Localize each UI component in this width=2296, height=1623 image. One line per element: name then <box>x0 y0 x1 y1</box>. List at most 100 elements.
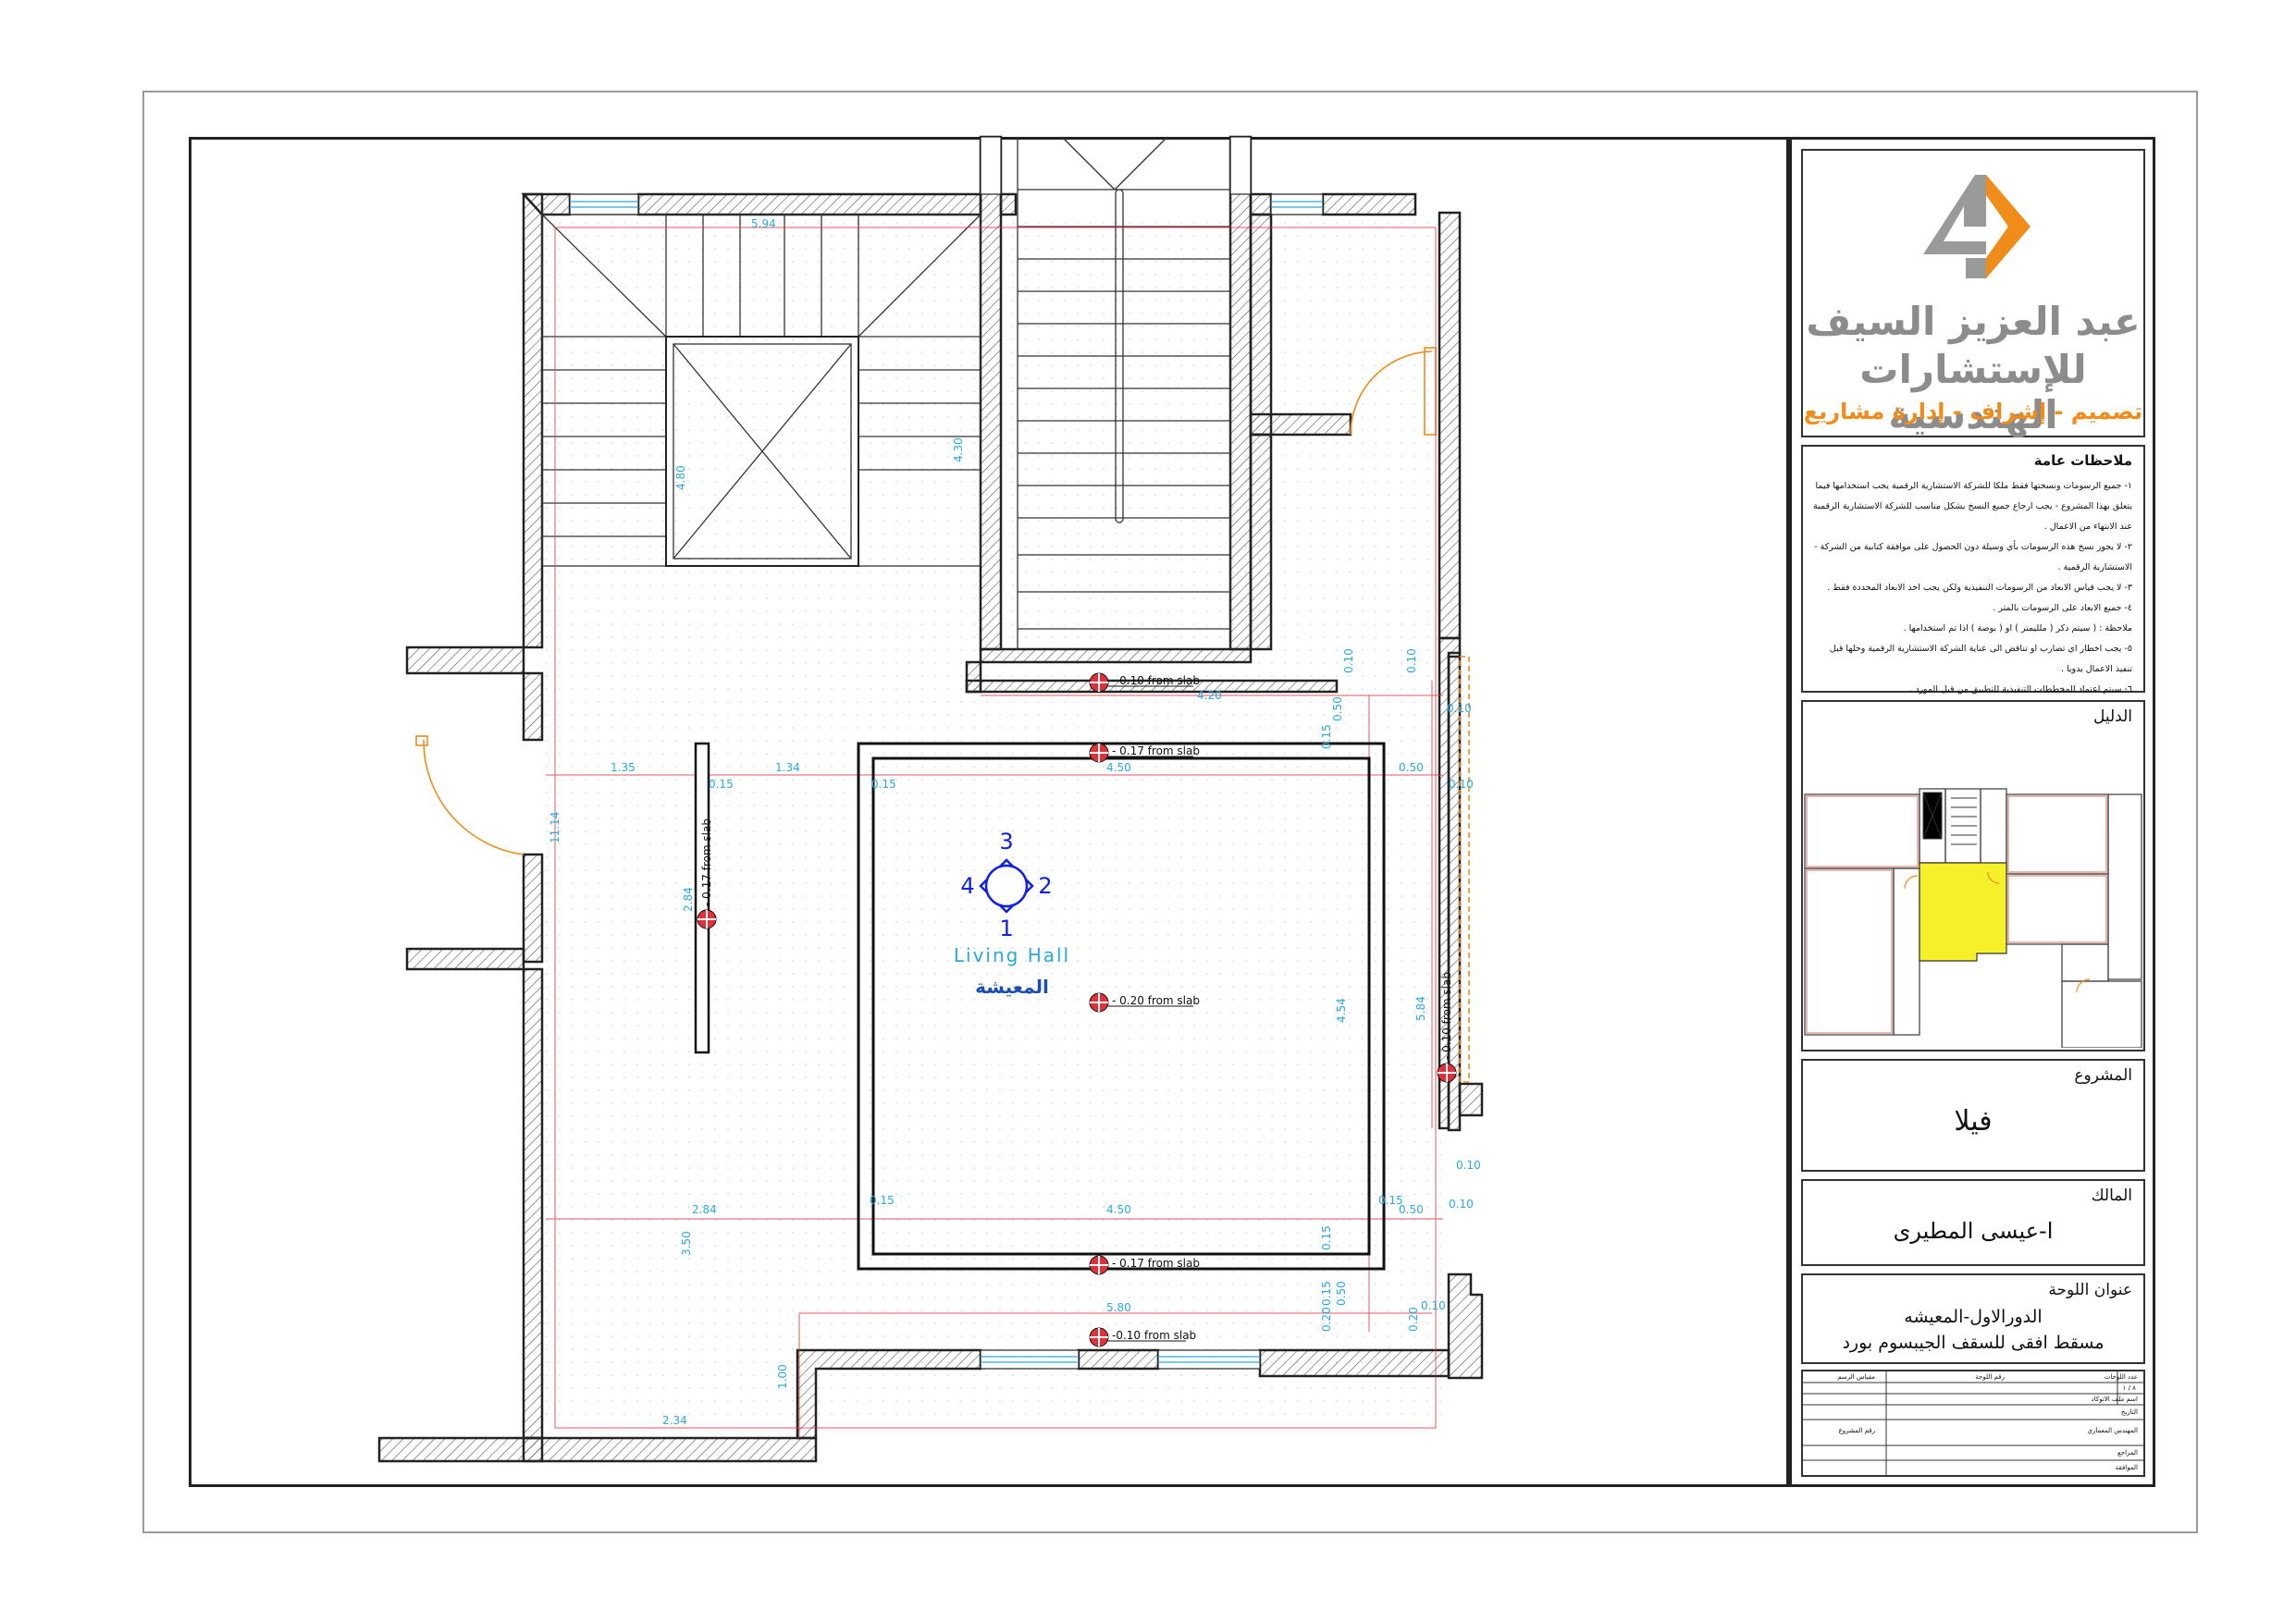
note-item: يتعلق بهذا المشروع - يجب ارجاع جميع النس… <box>1813 501 2132 511</box>
stair-core <box>1017 136 1231 649</box>
dimension-label: 0.15 <box>709 778 734 791</box>
level-marker: - 0.17 from slab <box>1089 743 1200 763</box>
sheet-title-line1: الدورالاول-المعيشه <box>1904 1307 2043 1327</box>
dimension-label: 0.10 <box>1447 702 1472 715</box>
dimension-label: 4.20 <box>1197 689 1222 702</box>
dimension-label: 5.84 <box>1414 996 1427 1021</box>
note-item: ملاحظة : ( سيتم ذكر ( ملليمتر ) او ( بوص… <box>1903 623 2132 633</box>
note-item: ٤- جميع الابعاد على الرسومات بالمتر . <box>1993 603 2132 613</box>
notes-list: ١- جميع الرسومات ونسختها فقط ملكا للشركة… <box>1810 476 2132 700</box>
sheet-info-table: عدد اللوحات رقم اللوحة مقياس الرسم ٨ / ١… <box>1801 1370 2145 1477</box>
owner-box: المالك ا-عيسى المطيرى <box>1801 1179 2145 1266</box>
dimension-label: 3.50 <box>680 1231 693 1256</box>
page-border <box>142 91 2198 1533</box>
windows <box>569 136 1324 1370</box>
dimension-label: 0.15 <box>1320 724 1333 749</box>
dimension-label: 1.34 <box>775 761 800 774</box>
section-marker-bottom: 1 <box>999 916 1013 941</box>
dimension-label: 1.00 <box>776 1364 789 1389</box>
sheet-title-line2: مسقط افقى للسقف الجيبسوم بورد <box>1842 1333 2105 1353</box>
dimension-label: 0.10 <box>1342 648 1355 673</box>
walls <box>377 135 1484 1463</box>
sheet-no-label: رقم اللوحة <box>1975 1373 2005 1381</box>
level-marker: - 0.10 from slab <box>1089 672 1200 693</box>
logo-company-tagline: للإستشارات الهندسية <box>1859 347 2087 437</box>
level-marker: - 0.17 from slab <box>697 818 717 929</box>
section-marker-left: 4 <box>960 873 974 899</box>
level-marker: - 0.20 from slab <box>1089 992 1200 1013</box>
dimension-label: 0.50 <box>1399 761 1424 774</box>
dimension-label: 4.54 <box>1335 998 1348 1023</box>
note-item: تنفيذ الاعمال يدويا . <box>2060 664 2132 674</box>
project-box: المشروع فيلا <box>1801 1059 2145 1172</box>
owner-heading: المالك <box>2091 1187 2132 1205</box>
dimension-label: 1.35 <box>611 761 636 774</box>
dimension-label: 0.20 <box>1320 1307 1333 1332</box>
dimension-label: 0.50 <box>1331 696 1344 721</box>
dimension-label: 0.15 <box>1320 1281 1333 1306</box>
sheet-count-label: عدد اللوحات <box>2104 1373 2138 1381</box>
dimension-label: 4.50 <box>1106 1203 1131 1216</box>
stair-left <box>541 214 981 567</box>
notes-heading: ملاحظات عامة <box>2033 452 2132 469</box>
level-label: - 0.10 from slab <box>1440 972 1453 1060</box>
section-marker-right: 2 <box>1038 873 1052 899</box>
level-label: - 0.17 from slab <box>1112 744 1200 757</box>
note-item: الاستشارية الرقمية . <box>2057 562 2132 572</box>
dimension-label: 11.14 <box>549 812 562 843</box>
level-marker: -0.10 from slab <box>1089 1327 1196 1347</box>
dimension-label: 0.10 <box>1405 648 1418 673</box>
architect-label: المهندس المعماري <box>2087 1427 2138 1434</box>
autocad-file-label: اسم ملف الاتوكاد <box>2091 1396 2138 1403</box>
approval-label: الموافقة <box>2115 1464 2138 1471</box>
key-plan-heading: الدليل <box>2092 707 2132 726</box>
level-marker: - 0.10 from slab <box>1437 972 1457 1083</box>
dimension-label: 0.10 <box>1456 1159 1481 1172</box>
dimension-label: 0.15 <box>1378 1194 1403 1207</box>
dimension-label: 4.80 <box>674 465 687 490</box>
scale-label: مقياس الرسم <box>1837 1373 1875 1381</box>
floor-plan: 5.94 4.80 4.30 4.20 1.35 1.34 0.15 0.15 … <box>377 135 1484 1463</box>
project-name: فيلا <box>1954 1105 1993 1137</box>
note-item: عند الانتهاء من الاعمال . <box>2043 522 2132 532</box>
dimension-label: 0.50 <box>1335 1281 1348 1306</box>
reviewer-label: المراجع <box>2117 1449 2138 1457</box>
dimension-label: 0.10 <box>1421 1299 1446 1312</box>
dimension-label: 2.34 <box>662 1414 687 1427</box>
note-item: ٥- يجب اخطار اي تضارب او تناقض الى عناية… <box>1829 644 2132 654</box>
dimension-label: 0.10 <box>1449 1198 1474 1211</box>
dimension-label: 4.50 <box>1106 761 1131 774</box>
sheet-count-value: ٨ / ١ <box>2122 1384 2136 1392</box>
company-logo-mark <box>1923 175 2031 278</box>
dimension-label: 5.94 <box>751 217 776 230</box>
note-item: ٣- لا يجب قياس الابعاد من الرسومات التنف… <box>1827 583 2132 593</box>
note-item: ١- جميع الرسومات ونسختها فقط ملكا للشركة… <box>1815 481 2132 491</box>
section-marker: 3 2 1 4 <box>960 829 1052 941</box>
dimension-label: 4.30 <box>952 437 965 462</box>
info-grid <box>1803 1371 2143 1475</box>
sheet-title-heading: عنوان اللوحة <box>2048 1281 2132 1299</box>
dimension-label: 0.15 <box>870 1194 895 1207</box>
dimension-label: 0.15 <box>871 778 896 791</box>
level-label: - 0.17 from slab <box>700 818 713 906</box>
project-no-label: رقم المشروع <box>1838 1427 1875 1434</box>
sheet-title-box: عنوان اللوحة الدورالاول-المعيشه مسقط افق… <box>1801 1273 2145 1364</box>
level-markers: - 0.10 from slab - 0.17 from slab - 0.20… <box>697 672 1457 1347</box>
room-name-ar: المعيشة <box>975 976 1049 998</box>
level-label: -0.10 from slab <box>1112 1329 1196 1342</box>
level-marker: - 0.17 from slab <box>1089 1255 1200 1275</box>
date-label: التاريخ <box>2120 1408 2138 1416</box>
dimension-label: 2.84 <box>692 1203 717 1216</box>
dimension-label: 0.50 <box>1399 1203 1424 1216</box>
title-block: عبد العزيز السيف للإستشارات الهندسية تصم… <box>1789 137 2155 1487</box>
dimension-label: 5.80 <box>1106 1301 1131 1314</box>
general-notes: ملاحظات عامة ١- جميع الرسومات ونسختها فق… <box>1801 445 2145 695</box>
key-plan <box>1804 788 2142 1048</box>
logo-box: عبد العزيز السيف للإستشارات الهندسية تصم… <box>1801 149 2145 437</box>
note-item: ٦- سيتم اعتماد المخططات التنفيذية للتطبي… <box>1909 684 2132 695</box>
note-item: ٢- لا يجوز نسخ هذه الرسومات بأي وسيلة دو… <box>1814 542 2132 552</box>
section-marker-top: 3 <box>999 829 1013 855</box>
dimensions: 5.94 4.80 4.30 4.20 1.35 1.34 0.15 0.15 … <box>549 217 1481 1427</box>
level-label: - 0.17 from slab <box>1112 1257 1200 1270</box>
dimension-label: 2.84 <box>682 887 695 912</box>
